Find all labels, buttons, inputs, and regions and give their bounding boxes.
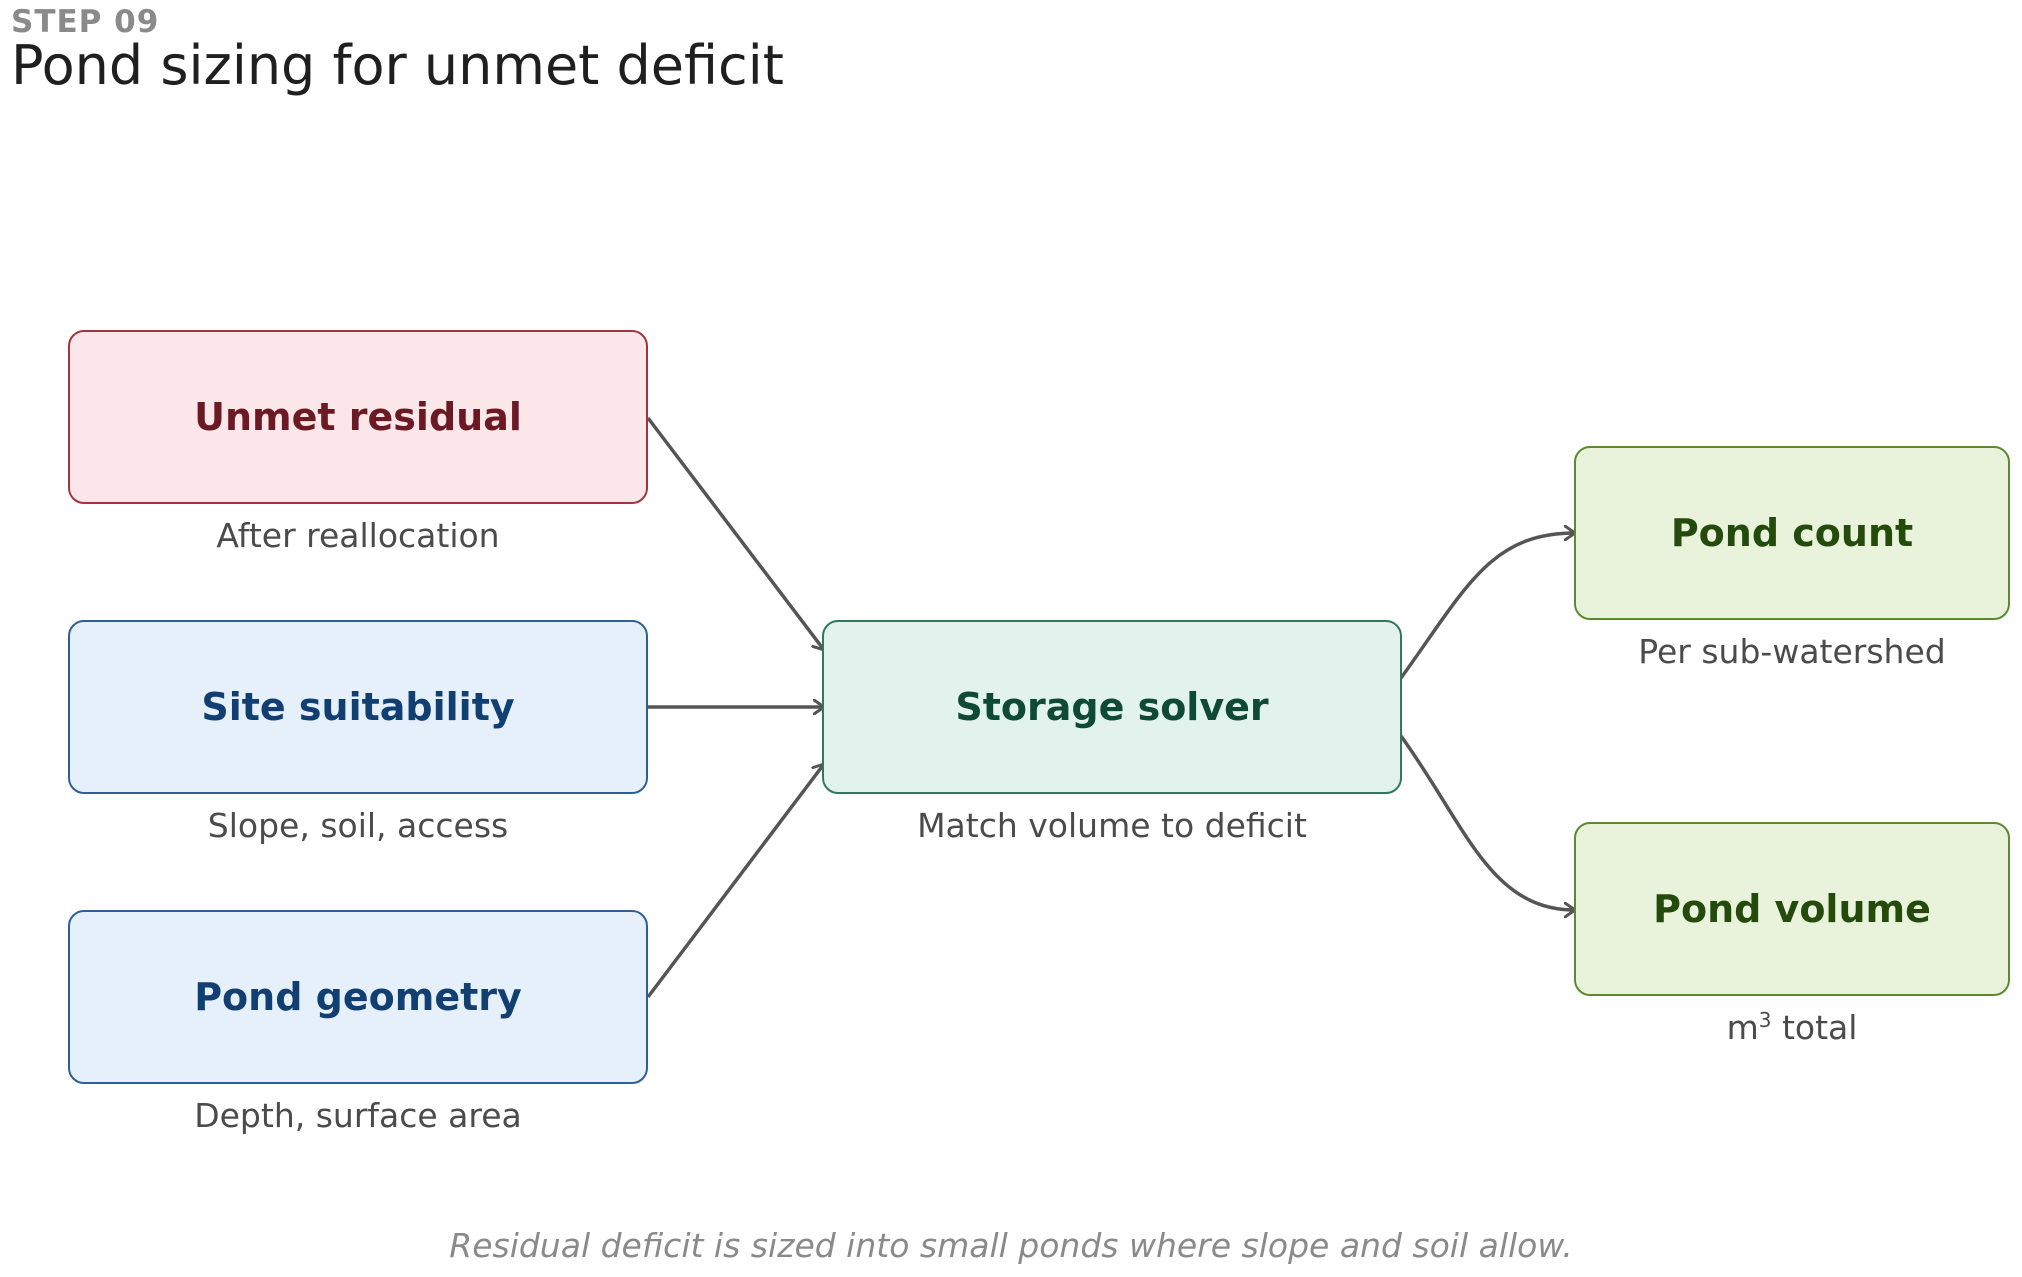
node-sublabel: After reallocation [216,516,500,555]
page-title: Pond sizing for unmet deficit [11,34,784,97]
edge-solver-to-volume [1399,734,1575,910]
node-label: Pond volume [1653,887,1931,931]
node-sublabel: Per sub-watershed [1638,632,1946,671]
node-sublabel: Depth, surface area [194,1096,522,1135]
node-sublabel: Slope, soil, access [207,806,509,845]
node-sublabel: m3 total [1574,1008,2010,1047]
node-label: Unmet residual [194,395,522,439]
unit-exponent: 3 [1758,1008,1772,1032]
figure-caption: Residual deficit is sized into small pon… [449,1226,1573,1265]
edge-unmet-to-solver [646,416,824,650]
node-label: Site suitability [201,685,515,729]
node-site-suitability: Site suitability [68,620,648,794]
edge-geometry-to-solver [646,764,824,999]
node-pond-volume: Pond volume [1574,822,2010,996]
node-label: Storage solver [955,685,1269,729]
node-sublabel: Match volume to deficit [917,806,1307,845]
node-storage-solver: Storage solver [822,620,1402,794]
step-label: STEP 09 [11,4,160,40]
unit-text: m [1726,1008,1759,1047]
edge-solver-to-count [1399,533,1575,680]
node-pond-count: Pond count [1574,446,2010,620]
node-label: Pond count [1670,511,1914,555]
node-label: Pond geometry [194,975,522,1019]
node-unmet-residual: Unmet residual [68,330,648,504]
unit-suffix: total [1771,1008,1858,1047]
node-pond-geometry: Pond geometry [68,910,648,1084]
